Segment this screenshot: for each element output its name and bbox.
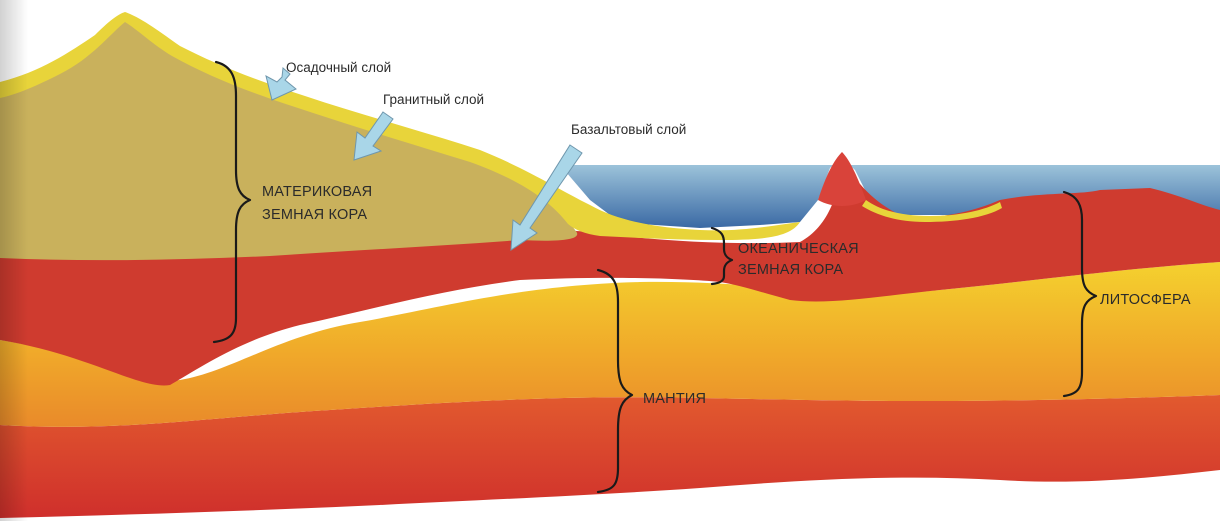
oceanic-crust-label-line2: ЗЕМНАЯ КОРА	[738, 262, 843, 278]
continental-crust-label-line2: ЗЕМНАЯ КОРА	[262, 207, 367, 223]
oceanic-crust-label-line1: ОКЕАНИЧЕСКАЯ	[738, 241, 859, 257]
left-edge-shade	[0, 0, 28, 521]
continental-crust-label-line1: МАТЕРИКОВАЯ	[262, 184, 372, 200]
lithosphere-label: ЛИТОСФЕРА	[1100, 292, 1191, 308]
mantle-label: МАНТИЯ	[643, 391, 706, 407]
sedimentary-layer-label: Осадочный слой	[286, 60, 391, 75]
basalt-layer-label: Базальтовый слой	[571, 122, 686, 137]
granite-layer-label: Гранитный слой	[383, 92, 484, 107]
